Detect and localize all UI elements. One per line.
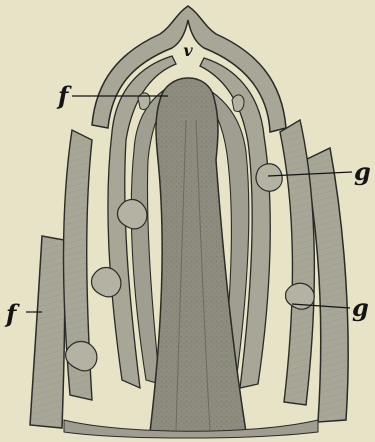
label-f-bottom: f [4,299,20,328]
outer-leaf-left [30,236,65,428]
label-g-upper: g [354,157,371,186]
label-v: v [183,41,193,60]
label-g-lower: g [352,293,369,322]
label-f-top: f [56,81,72,110]
